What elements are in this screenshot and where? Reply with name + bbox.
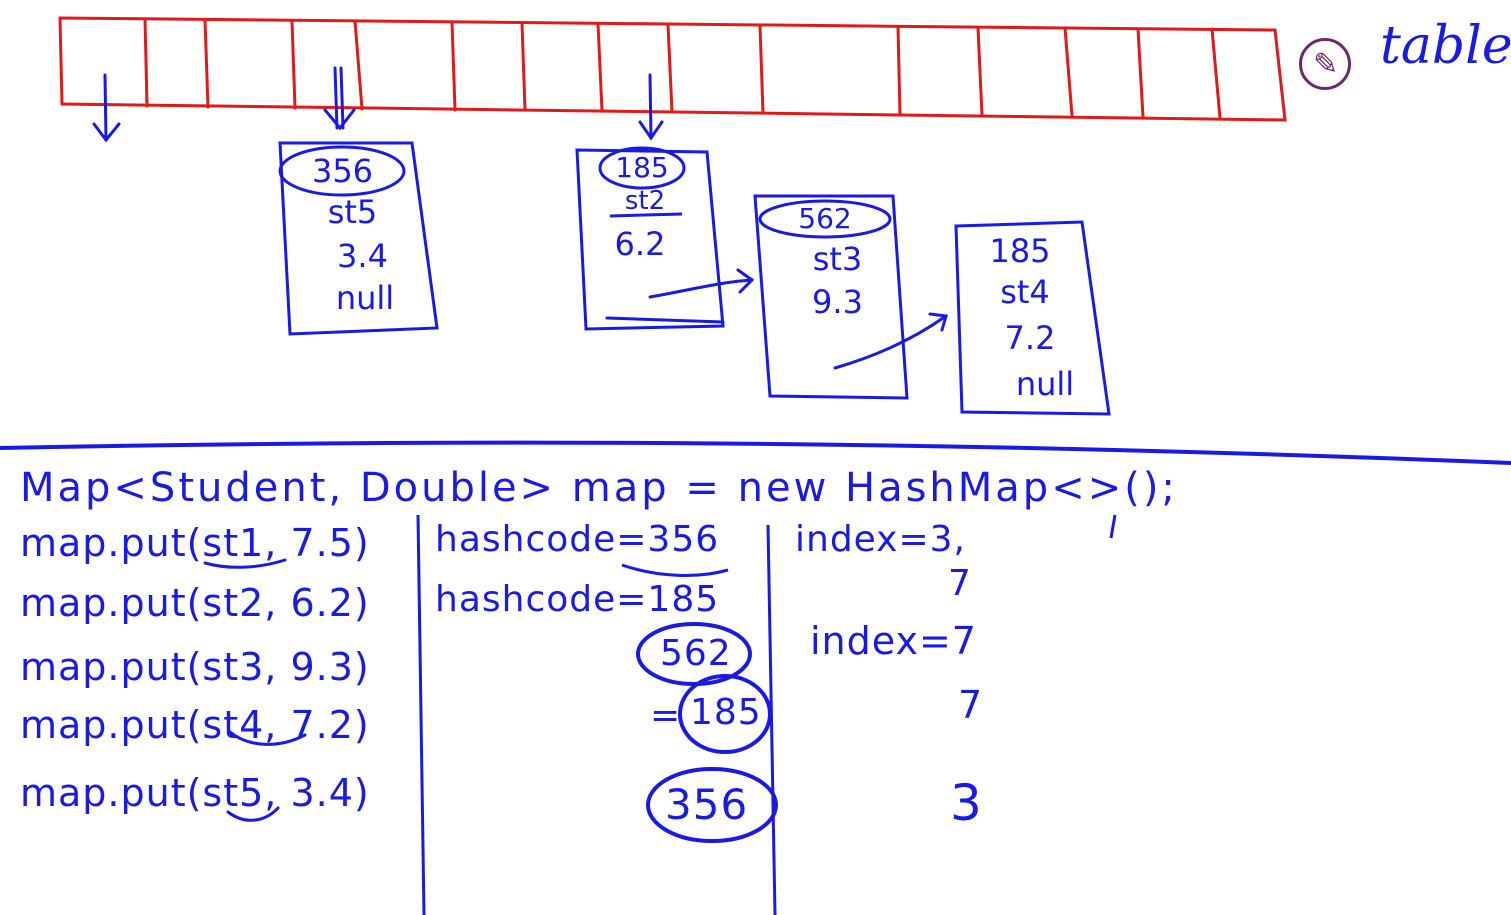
chain-arrows: [648, 268, 948, 370]
put-line-5: map.put(st5, 3.4): [20, 771, 370, 815]
node-3-key: st3: [812, 240, 863, 278]
node-1-key: st5: [327, 193, 378, 231]
code-underlines: [203, 558, 307, 822]
node-4-value: 7.2: [1004, 319, 1056, 357]
node-3-hash: 562: [798, 202, 852, 235]
node-1-value: 3.4: [337, 237, 388, 275]
put-line-4: map.put(st4, 7.2): [20, 703, 370, 747]
hashcode-line-2: hashcode=185: [435, 579, 720, 620]
hash-table-array: [58, 16, 1287, 122]
index-line-1b: 7: [948, 563, 972, 604]
node-3-value: 9.3: [812, 283, 863, 321]
node-4-hash: 185: [989, 232, 1051, 270]
bucket-arrows: [92, 66, 664, 143]
hashcode-circled-1: 562: [660, 633, 732, 674]
hashcode-eq: =: [650, 695, 682, 736]
put-line-3: map.put(st3, 9.3): [20, 645, 370, 689]
table-label: table: [1380, 16, 1511, 76]
node-underline: [609, 212, 683, 218]
pen-icon: ✎: [1313, 47, 1339, 82]
node-2-hash: 185: [615, 151, 669, 184]
index-line-2: index=7: [810, 619, 977, 663]
node-2-value: 6.2: [614, 225, 666, 263]
hashcode-line-1: hashcode=356: [435, 519, 720, 560]
hashcode-circles: [636, 622, 778, 843]
pen-tool-button[interactable]: ✎: [1299, 38, 1351, 90]
put-line-2: map.put(st2, 6.2): [20, 581, 370, 625]
index-value-7: 7: [958, 683, 984, 727]
node-hash-circles: [278, 145, 892, 239]
index-value-3: 3: [950, 774, 983, 832]
node-4-key: st4: [1000, 273, 1050, 311]
hashcode-circled-2: 185: [690, 692, 762, 733]
map-declaration: Map<Student, Double> map = new HashMap<>…: [20, 465, 1178, 511]
hashcode-underline: [621, 563, 729, 577]
node-1-next: null: [335, 279, 395, 317]
hashcode-circled-3: 356: [665, 780, 749, 829]
separator-line: [0, 440, 1511, 465]
index-line-1: index=3,: [795, 519, 967, 560]
node-2-key: st2: [624, 186, 666, 216]
put-line-1: map.put(st1, 7.5): [20, 521, 370, 565]
node-1-hash: 356: [311, 152, 374, 190]
node-4-next: null: [1015, 365, 1075, 403]
